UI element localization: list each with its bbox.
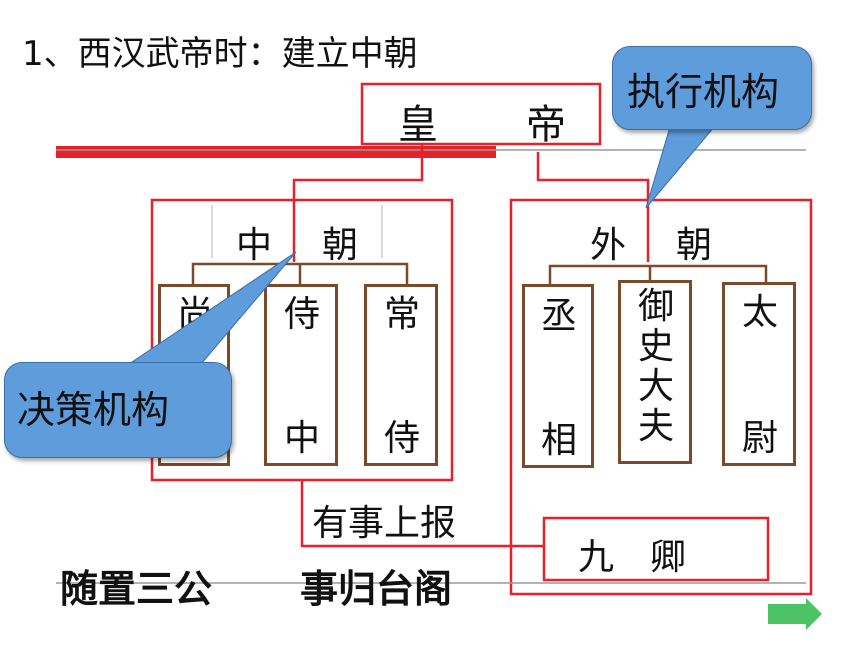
red-bar	[56, 146, 496, 158]
office-box-taiwei: 太 尉	[722, 282, 796, 466]
bottom-right-text: 事归台阁	[300, 567, 453, 611]
jiuqing-label: 九 卿	[578, 537, 687, 578]
office-char: 史	[638, 326, 675, 367]
jiuqing-box	[542, 516, 770, 582]
office-char: 中	[284, 418, 321, 459]
decision-callout-pointer	[118, 251, 297, 371]
office-box-shizhong: 侍 中	[264, 284, 338, 466]
decision-callout: 决策机构	[4, 362, 232, 458]
next-arrow-icon[interactable]	[768, 598, 822, 630]
report-line	[300, 480, 544, 548]
office-char: 丞	[541, 296, 578, 337]
office-char: 太	[742, 292, 779, 333]
office-char: 尉	[742, 418, 779, 459]
emperor-to-inner-line	[292, 144, 424, 262]
office-char: 夫	[638, 406, 675, 447]
report-label: 有事上报	[312, 503, 457, 544]
executive-callout-text: 执行机构	[627, 70, 780, 114]
office-box-yushidafu: 御 史 大 夫	[618, 280, 692, 464]
page-title: 1、西汉武帝时：建立中朝	[22, 34, 418, 74]
office-char: 侍	[384, 418, 421, 459]
outer-court-label-2: 朝	[676, 225, 713, 266]
office-box-changshi: 常 侍	[364, 284, 438, 466]
office-char: 侍	[284, 294, 321, 335]
inner-court-bracket	[191, 262, 409, 284]
inner-court-label-1: 中	[236, 225, 273, 266]
emperor-char-1: 皇	[398, 102, 438, 148]
emperor-to-outer-line	[536, 152, 650, 262]
office-char: 大	[638, 366, 675, 407]
emperor-char-2: 帝	[526, 102, 566, 148]
office-char: 相	[541, 420, 578, 461]
outer-court-frame	[509, 198, 813, 596]
office-box-chengxiang: 丞 相	[522, 284, 594, 468]
executive-callout-pointer	[645, 119, 722, 209]
inner-court-label-2: 朝	[322, 225, 359, 266]
office-char: 常	[384, 294, 421, 335]
emperor-box	[360, 82, 602, 146]
office-char: 御	[638, 286, 675, 327]
decision-callout-text: 决策机构	[17, 388, 170, 432]
outer-court-label-1: 外	[590, 225, 627, 266]
bottom-left-text: 随置三公	[60, 567, 213, 611]
executive-callout: 执行机构	[612, 46, 812, 130]
